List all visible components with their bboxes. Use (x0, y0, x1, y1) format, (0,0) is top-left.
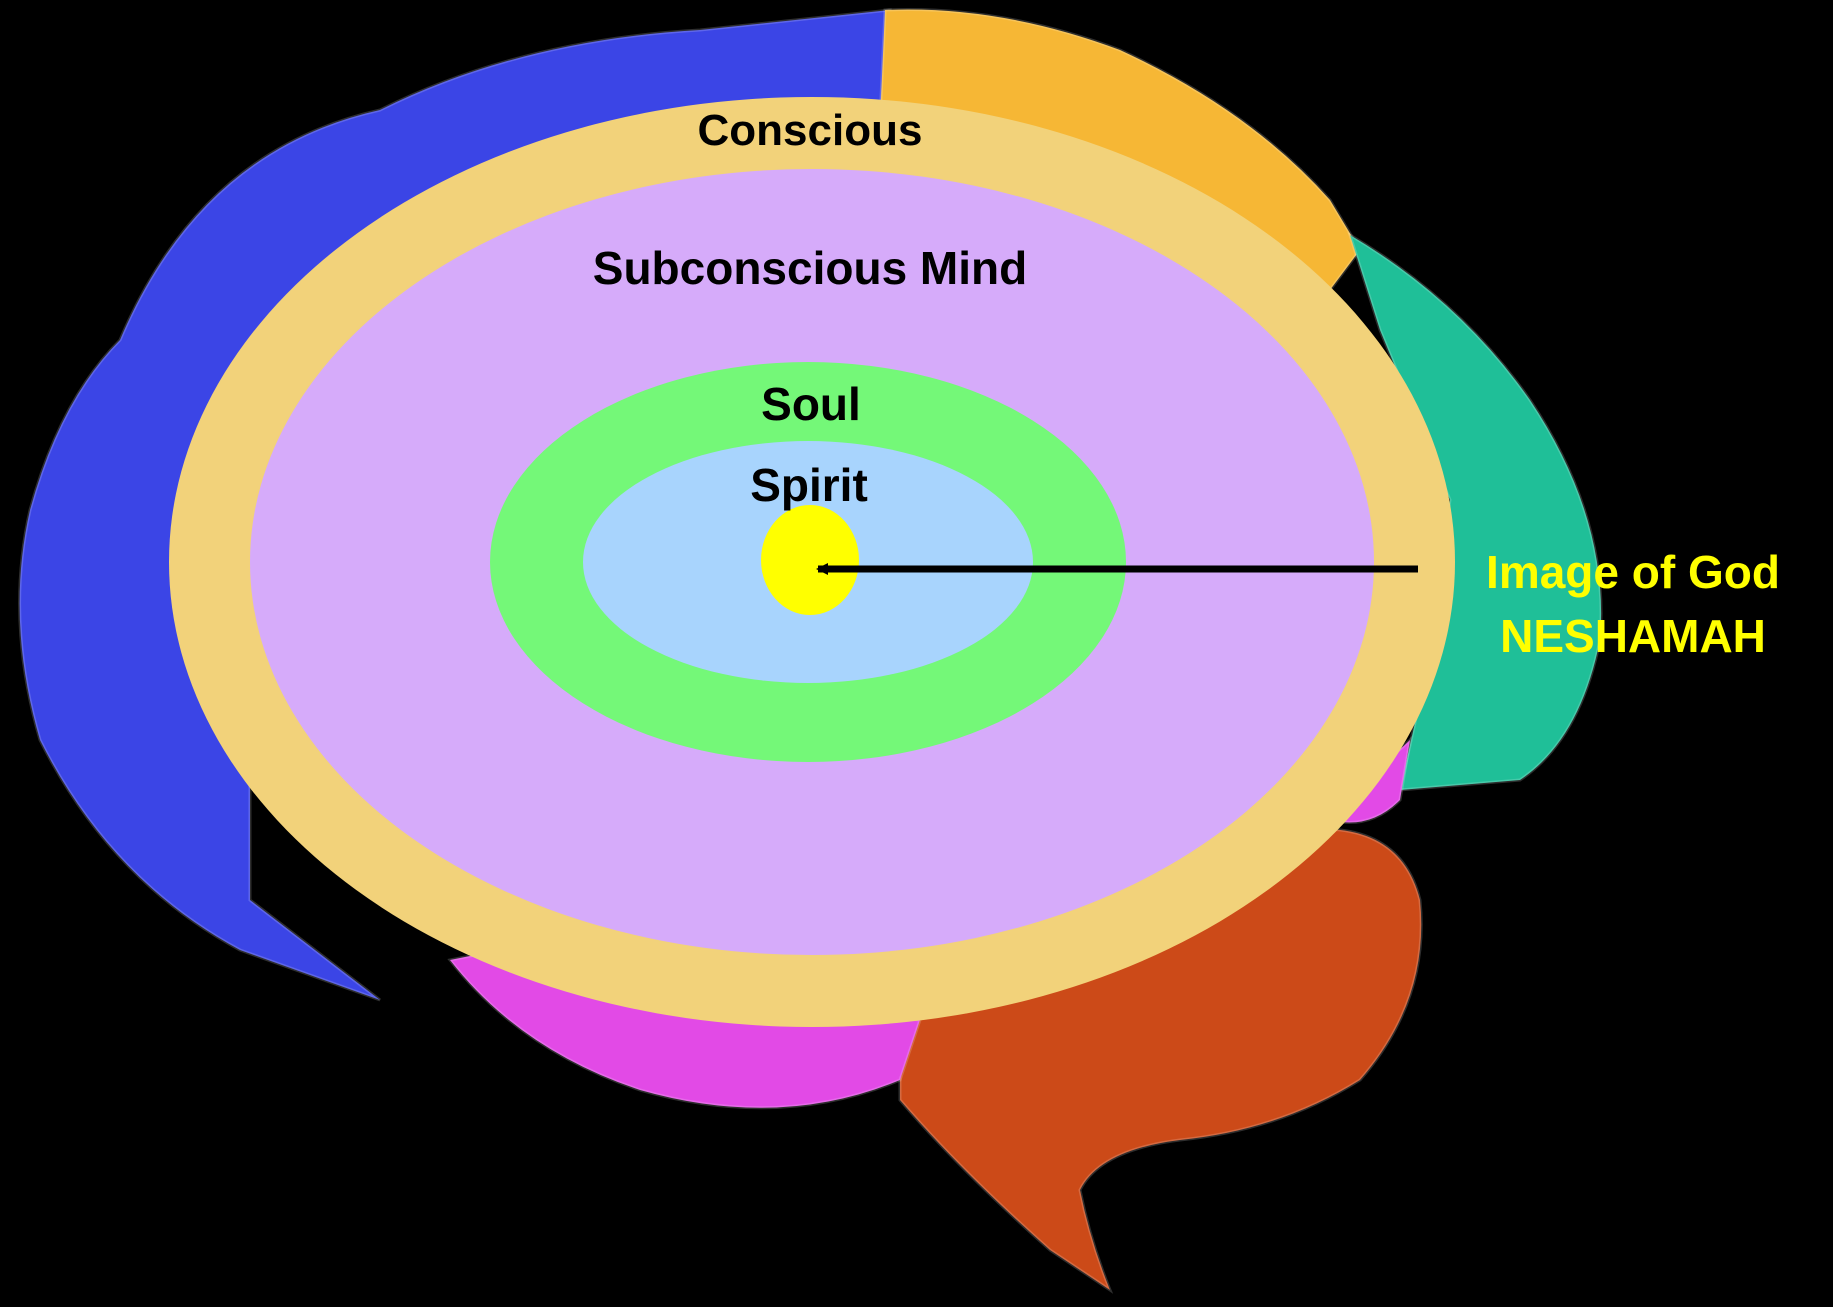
callout-line2: NESHAMAH (1500, 610, 1766, 662)
soul-label: Soul (761, 378, 861, 430)
conscious-label: Conscious (698, 106, 923, 155)
subconscious-label: Subconscious Mind (593, 242, 1027, 294)
image-of-god-core (761, 505, 859, 615)
mind-layers (169, 97, 1455, 1027)
spirit-label: Spirit (750, 459, 868, 511)
callout-line1: Image of God (1486, 546, 1780, 598)
